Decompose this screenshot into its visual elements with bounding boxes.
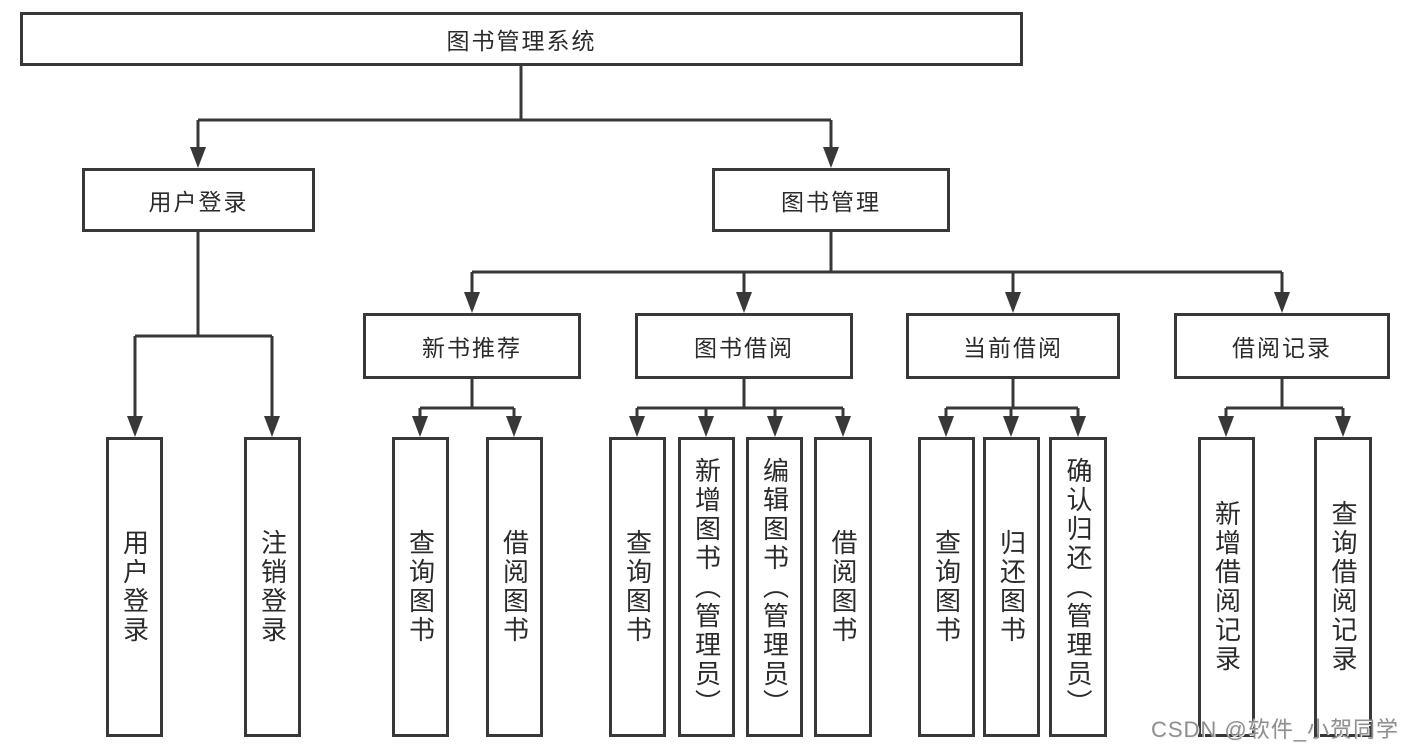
arrowhead-icons — [127, 147, 1351, 437]
node-leaf-logout-label: 注销登录 — [257, 529, 288, 645]
node-leaf-confirm-return-admin-label: 确认归还（管理员） — [1063, 456, 1093, 718]
node-user-login-label: 用户登录 — [148, 189, 249, 215]
node-leaf-user-login-label: 用户登录 — [119, 529, 150, 645]
node-leaf-borrow-books-label: 借阅图书 — [828, 529, 858, 645]
node-leaf-query-books-borrow-label: 查询图书 — [622, 529, 653, 645]
node-leaf-query-books-recommend-label: 查询图书 — [405, 529, 436, 645]
csdn-watermark: CSDN @软件_小贺同学 — [1150, 717, 1399, 742]
node-book-borrowing-label: 图书借阅 — [694, 335, 794, 361]
node-leaf-edit-book-admin-label: 编辑图书（管理员） — [759, 456, 790, 718]
node-leaf-query-borrow-record: 查询借阅记录 — [1314, 437, 1372, 737]
node-leaf-query-books-recommend: 查询图书 — [392, 437, 449, 737]
node-leaf-confirm-return-admin: 确认归还（管理员） — [1049, 437, 1107, 737]
node-leaf-return-books-label: 归还图书 — [996, 529, 1027, 645]
node-leaf-add-borrow-record: 新增借阅记录 — [1198, 437, 1255, 737]
node-leaf-add-book-admin: 新增图书（管理员） — [678, 437, 735, 737]
node-leaf-return-books: 归还图书 — [983, 437, 1040, 737]
node-book-management: 图书管理 — [712, 168, 950, 232]
node-borrowing-records: 借阅记录 — [1174, 313, 1390, 379]
node-leaf-borrow-books-recommend-label: 借阅图书 — [499, 529, 530, 645]
node-book-management-label: 图书管理 — [781, 189, 881, 215]
node-leaf-query-books-current: 查询图书 — [918, 437, 975, 737]
node-leaf-logout: 注销登录 — [244, 437, 301, 737]
node-library-system-label: 图书管理系统 — [446, 28, 597, 54]
node-book-borrowing: 图书借阅 — [635, 313, 853, 379]
node-leaf-query-borrow-record-label: 查询借阅记录 — [1328, 500, 1358, 674]
node-current-borrowing: 当前借阅 — [906, 313, 1120, 379]
node-leaf-user-login: 用户登录 — [106, 437, 163, 737]
node-user-login: 用户登录 — [82, 168, 315, 232]
node-borrowing-records-label: 借阅记录 — [1232, 335, 1332, 361]
node-leaf-borrow-books: 借阅图书 — [814, 437, 872, 737]
node-leaf-query-books-current-label: 查询图书 — [931, 529, 962, 645]
node-new-book-recommendation: 新书推荐 — [363, 313, 581, 379]
node-current-borrowing-label: 当前借阅 — [963, 335, 1063, 361]
node-leaf-edit-book-admin: 编辑图书（管理员） — [746, 437, 803, 737]
node-new-book-recommendation-label: 新书推荐 — [422, 335, 522, 361]
node-leaf-add-borrow-record-label: 新增借阅记录 — [1211, 500, 1242, 674]
node-library-system-root: 图书管理系统 — [20, 12, 1023, 66]
node-leaf-add-book-admin-label: 新增图书（管理员） — [691, 456, 722, 718]
node-leaf-borrow-books-recommend: 借阅图书 — [486, 437, 543, 737]
node-leaf-query-books-borrow: 查询图书 — [609, 437, 666, 737]
